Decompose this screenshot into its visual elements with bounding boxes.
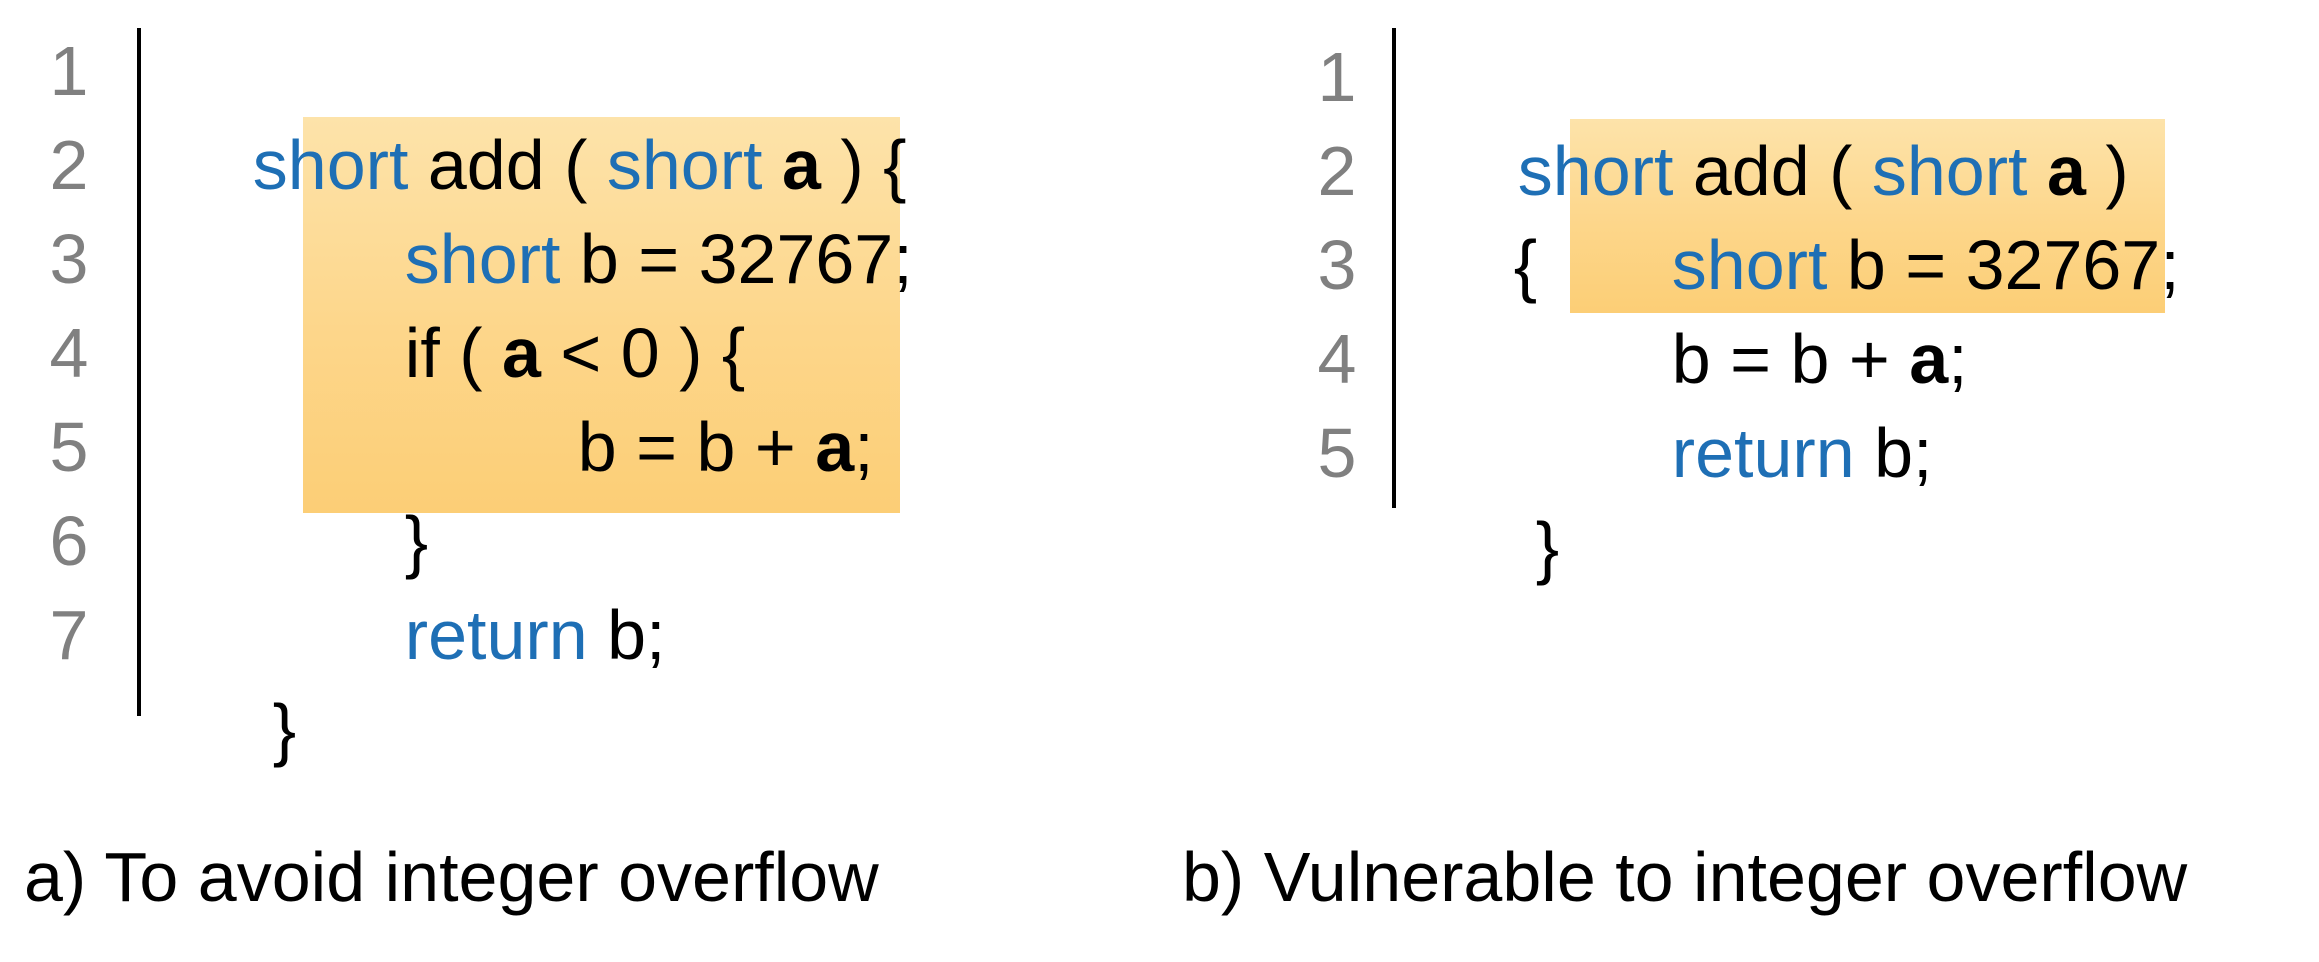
code-panel-a: 1 2 3 4 5 6 7 short add ( short a ) { sh… xyxy=(24,24,913,916)
code-token: a xyxy=(781,126,821,204)
code-token: } xyxy=(1535,508,1560,586)
line-number: 5 xyxy=(49,408,89,486)
code-token: add ( xyxy=(408,126,607,204)
code-line: } xyxy=(327,400,428,580)
code-token: b = b + xyxy=(577,408,816,486)
code-token: } xyxy=(272,690,297,768)
highlight-box-a xyxy=(303,117,900,513)
line-number: 5 xyxy=(1317,414,1357,492)
code-token: a xyxy=(2046,132,2086,210)
code-line: b = b + a; xyxy=(1594,218,1968,398)
code-token: short xyxy=(606,126,763,204)
code-token: return xyxy=(1671,414,1855,492)
code-token: < 0 ) { xyxy=(540,314,746,392)
code-token: ) xyxy=(2085,132,2129,210)
code-token: add ( xyxy=(1673,132,1872,210)
highlight-box-b xyxy=(1570,119,2165,313)
line-number: 2 xyxy=(49,126,89,204)
gutter-line-b xyxy=(1392,28,1396,508)
code-token: } xyxy=(404,502,429,580)
code-token: b = 32767; xyxy=(1827,226,2180,304)
code-line: b = b + a; xyxy=(500,306,874,486)
line-number: 7 xyxy=(49,596,89,674)
code-line: } xyxy=(1458,406,1559,586)
line-number: 4 xyxy=(1317,320,1357,398)
gutter-line-a xyxy=(137,28,141,716)
line-number: 1 xyxy=(1317,38,1357,116)
code-token: a xyxy=(1909,320,1949,398)
code-token: short xyxy=(1671,226,1828,304)
line-number: 6 xyxy=(49,502,89,580)
line-number: 3 xyxy=(49,220,89,298)
code-token: b = b + xyxy=(1671,320,1910,398)
code-line: } xyxy=(195,588,296,768)
code-token: short xyxy=(404,220,561,298)
code-line: return b; xyxy=(327,494,666,674)
code-line: { xyxy=(1436,124,1537,304)
code-token: short xyxy=(1517,132,1674,210)
code-token: b; xyxy=(1854,414,1933,492)
code-token: return xyxy=(404,596,588,674)
code-line: short add ( short a ) xyxy=(1440,30,2129,210)
line-number: 1 xyxy=(49,32,89,110)
caption-b: b) Vulnerable to integer overflow xyxy=(1182,838,2188,916)
code-token: ; xyxy=(1948,320,1968,398)
code-line: short b = 32767; xyxy=(327,118,913,298)
line-number: 2 xyxy=(1317,132,1357,210)
line-number: 4 xyxy=(49,314,89,392)
code-token: ; xyxy=(854,408,874,486)
code-token: b = 32767; xyxy=(560,220,913,298)
code-token: b; xyxy=(587,596,666,674)
code-token: { xyxy=(1513,226,1538,304)
code-token: short xyxy=(1871,132,2028,210)
line-number: 3 xyxy=(1317,226,1357,304)
code-token: a xyxy=(502,314,541,392)
code-panel-b: 1 2 3 4 5 short add ( short a ) { short … xyxy=(1160,0,2319,962)
code-line: short b = 32767; xyxy=(1594,124,2180,304)
code-line: return b; xyxy=(1594,312,1933,492)
code-line: short add ( short a ) { xyxy=(175,24,907,204)
caption-a: a) To avoid integer overflow xyxy=(24,838,879,916)
code-line: if ( a < 0 ) { xyxy=(327,212,745,392)
code-token: ) { xyxy=(820,126,907,204)
code-token: a xyxy=(815,408,855,486)
code-token: short xyxy=(252,126,409,204)
code-token: if ( xyxy=(404,314,503,392)
